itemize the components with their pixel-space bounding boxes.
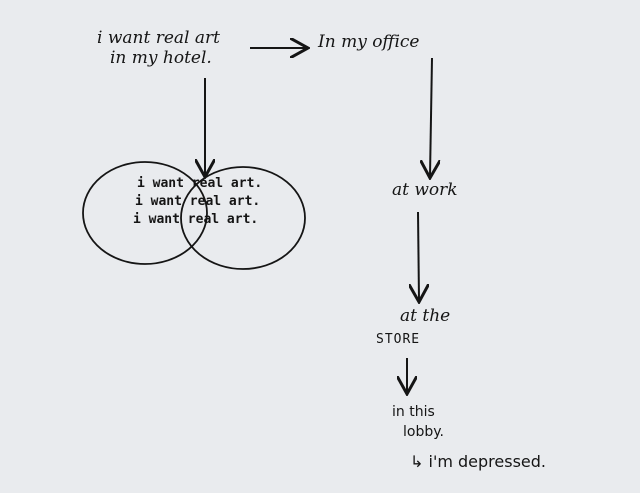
node-hotel-line1: i want real art — [97, 28, 220, 48]
arrow-work-to-store — [418, 211, 419, 300]
node-store-line1: at the — [400, 306, 451, 326]
venn-text-3: i want real art. — [133, 212, 259, 227]
node-lobby-line2: lobby. — [403, 424, 444, 440]
node-lobby-line1: in this — [392, 404, 435, 420]
node-depressed: ↳ i'm depressed. — [410, 452, 546, 471]
arrow-office-to-work — [430, 57, 432, 176]
venn-text-1: i want real art. — [137, 176, 263, 191]
node-office: In my office — [318, 32, 420, 52]
node-work: at work — [392, 180, 458, 200]
venn-circle-left — [82, 161, 208, 265]
venn-circle-right — [180, 166, 306, 270]
node-hotel-line2: in my hotel. — [110, 48, 212, 68]
node-store-line2: STORE — [376, 332, 421, 347]
venn-text-2: i want real art. — [135, 194, 261, 209]
